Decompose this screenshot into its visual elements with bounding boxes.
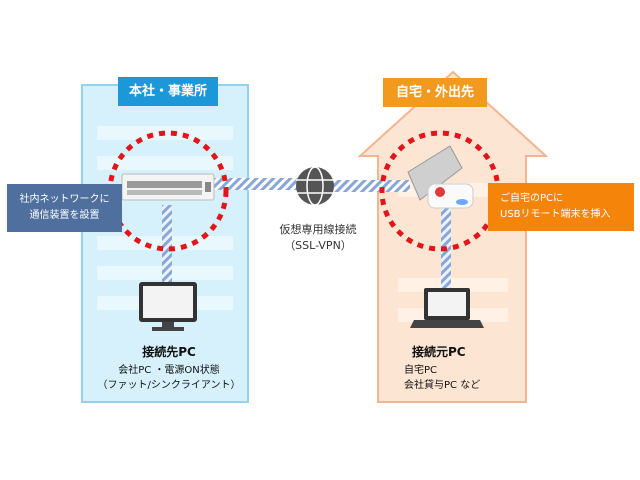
usb-key-icon	[407, 145, 474, 209]
panel-stripe	[97, 156, 233, 170]
office-pc-title: 接続先PC	[142, 345, 196, 359]
laptop-icon	[410, 288, 484, 328]
home-pc-caption: 接続元PC 自宅PC 会社貸与PC など	[404, 343, 514, 393]
home-callout-line2: USBリモート端末を挿入	[500, 209, 611, 220]
home-pc-title: 接続元PC	[412, 345, 466, 359]
office-header: 本社・事業所	[118, 77, 218, 106]
office-pc-line2: （ファット/シンクライアント）	[97, 380, 241, 391]
office-callout: 社内ネットワークに 通信装置を設置	[7, 184, 122, 232]
office-callout-line1: 社内ネットワークに	[19, 194, 110, 205]
office-pc-caption: 接続先PC 会社PC ・電源ON状態 （ファット/シンクライアント）	[84, 343, 254, 393]
home-pc-line1: 自宅PC	[404, 365, 438, 376]
home-callout-line1: ご自宅のPCに	[500, 193, 564, 204]
vpn-label: 仮想専用線接続 （SSL-VPN）	[258, 222, 378, 254]
globe-icon	[296, 166, 334, 206]
switch-device-icon	[121, 173, 215, 201]
office-pc-line1: 会社PC ・電源ON状態	[118, 365, 220, 376]
home-callout: ご自宅のPCに USBリモート端末を挿入	[488, 183, 634, 231]
home-pc-line2: 会社貸与PC など	[404, 380, 481, 391]
office-callout-line2: 通信装置を設置	[29, 210, 100, 221]
link-line-left	[210, 178, 300, 190]
home-header: 自宅・外出先	[383, 78, 487, 107]
vpn-label-line2: （SSL-VPN）	[284, 239, 352, 252]
link-line-right	[330, 180, 410, 192]
vpn-label-line1: 仮想専用線接続	[279, 223, 357, 236]
monitor-icon	[139, 282, 197, 331]
link-line-office	[162, 205, 172, 285]
